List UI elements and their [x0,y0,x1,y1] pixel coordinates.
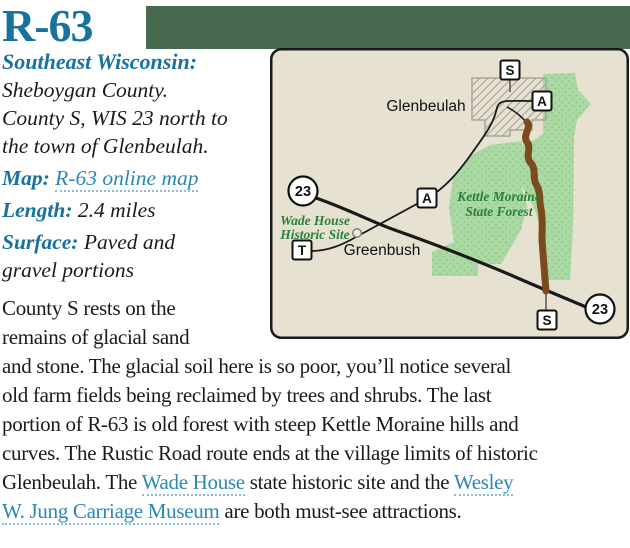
wade-house-link[interactable]: Wade House [141,470,245,496]
paragraph-text: state historic site and the [244,470,454,494]
paragraph-line: County S rests on the [2,296,176,320]
intro-line: Sheboygan County. [2,78,169,102]
forest-area-east [522,73,591,280]
online-map-link[interactable]: R-63 online map [55,166,199,192]
fact-surface: Surface: Paved and [2,228,630,256]
fact-surface-cont: gravel portions [2,256,630,284]
paragraph-line: curves. The Rustic Road route ends at th… [2,441,538,465]
marker-county-t: T [291,239,313,261]
svg-text:T: T [298,243,307,258]
forest-label: State Forest [465,204,533,219]
surface-value-cont: gravel portions [2,258,134,282]
forest-label: Kettle Moraine [456,189,541,204]
paragraph-text: Glenbeulah. The [2,470,142,494]
paragraph-line: Glenbeulah. The Wade House state histori… [2,468,630,497]
paragraph-line: remains of glacial sand [2,325,190,349]
marker-highway-23-left: 23 [287,175,319,207]
marker-highway-23-right: 23 [584,293,616,325]
marker-county-s-bottom: S [536,309,558,331]
surface-fact-label: Surface: [2,230,79,254]
wade-house-site-label: Wade House [280,213,350,228]
greenbush-town-dot [352,228,363,239]
svg-text:A: A [537,94,547,109]
rustic-route-r63 [522,118,550,295]
region-heading: Southeast Wisconsin: [2,49,198,74]
route-map: S A A T S 23 23 Glenbeulah Greenbush Ket… [270,48,629,339]
fact-map: Map: R-63 online map [2,164,630,192]
map-fact-label: Map: [2,166,50,190]
svg-text:23: 23 [295,184,311,200]
header-band [146,6,630,49]
glenbeulah-label: Glenbeulah [386,98,465,115]
intro-line: the town of Glenbeulah. [2,134,209,158]
wesley-jung-museum-link[interactable]: Wesley [453,470,514,496]
length-value: 2.4 miles [77,198,156,222]
paragraph-text: are both must-see attractions. [219,499,462,523]
wade-house-site-label: Historic Site [279,227,349,242]
map-frame [270,48,629,339]
paragraph-line: W. Jung Carriage Museum are both must-se… [2,497,630,526]
svg-text:S: S [542,313,551,328]
fact-length: Length: 2.4 miles [2,196,630,224]
surface-value: Paved and [83,230,176,254]
svg-text:23: 23 [592,302,608,318]
marker-county-a-mid: A [416,187,438,209]
marker-county-a-glenbeulah: A [531,90,553,112]
svg-text:A: A [422,191,432,206]
wesley-jung-museum-link[interactable]: W. Jung Carriage Museum [2,499,220,525]
paragraph-line: portion of R-63 is old forest with steep… [2,412,519,436]
marker-county-s-top: S [499,59,521,81]
paragraph-line: old farm fields being reclaimed by trees… [2,383,492,407]
greenbush-label: Greenbush [344,242,421,259]
paragraph-line: and stone. The glacial soil here is so p… [2,354,512,378]
page-title: R-63 [2,0,94,51]
description-paragraph: County S rests on the remains of glacial… [2,294,630,526]
svg-text:S: S [505,63,514,78]
length-fact-label: Length: [2,198,73,222]
intro-line: County S, WIS 23 north to [2,106,228,130]
